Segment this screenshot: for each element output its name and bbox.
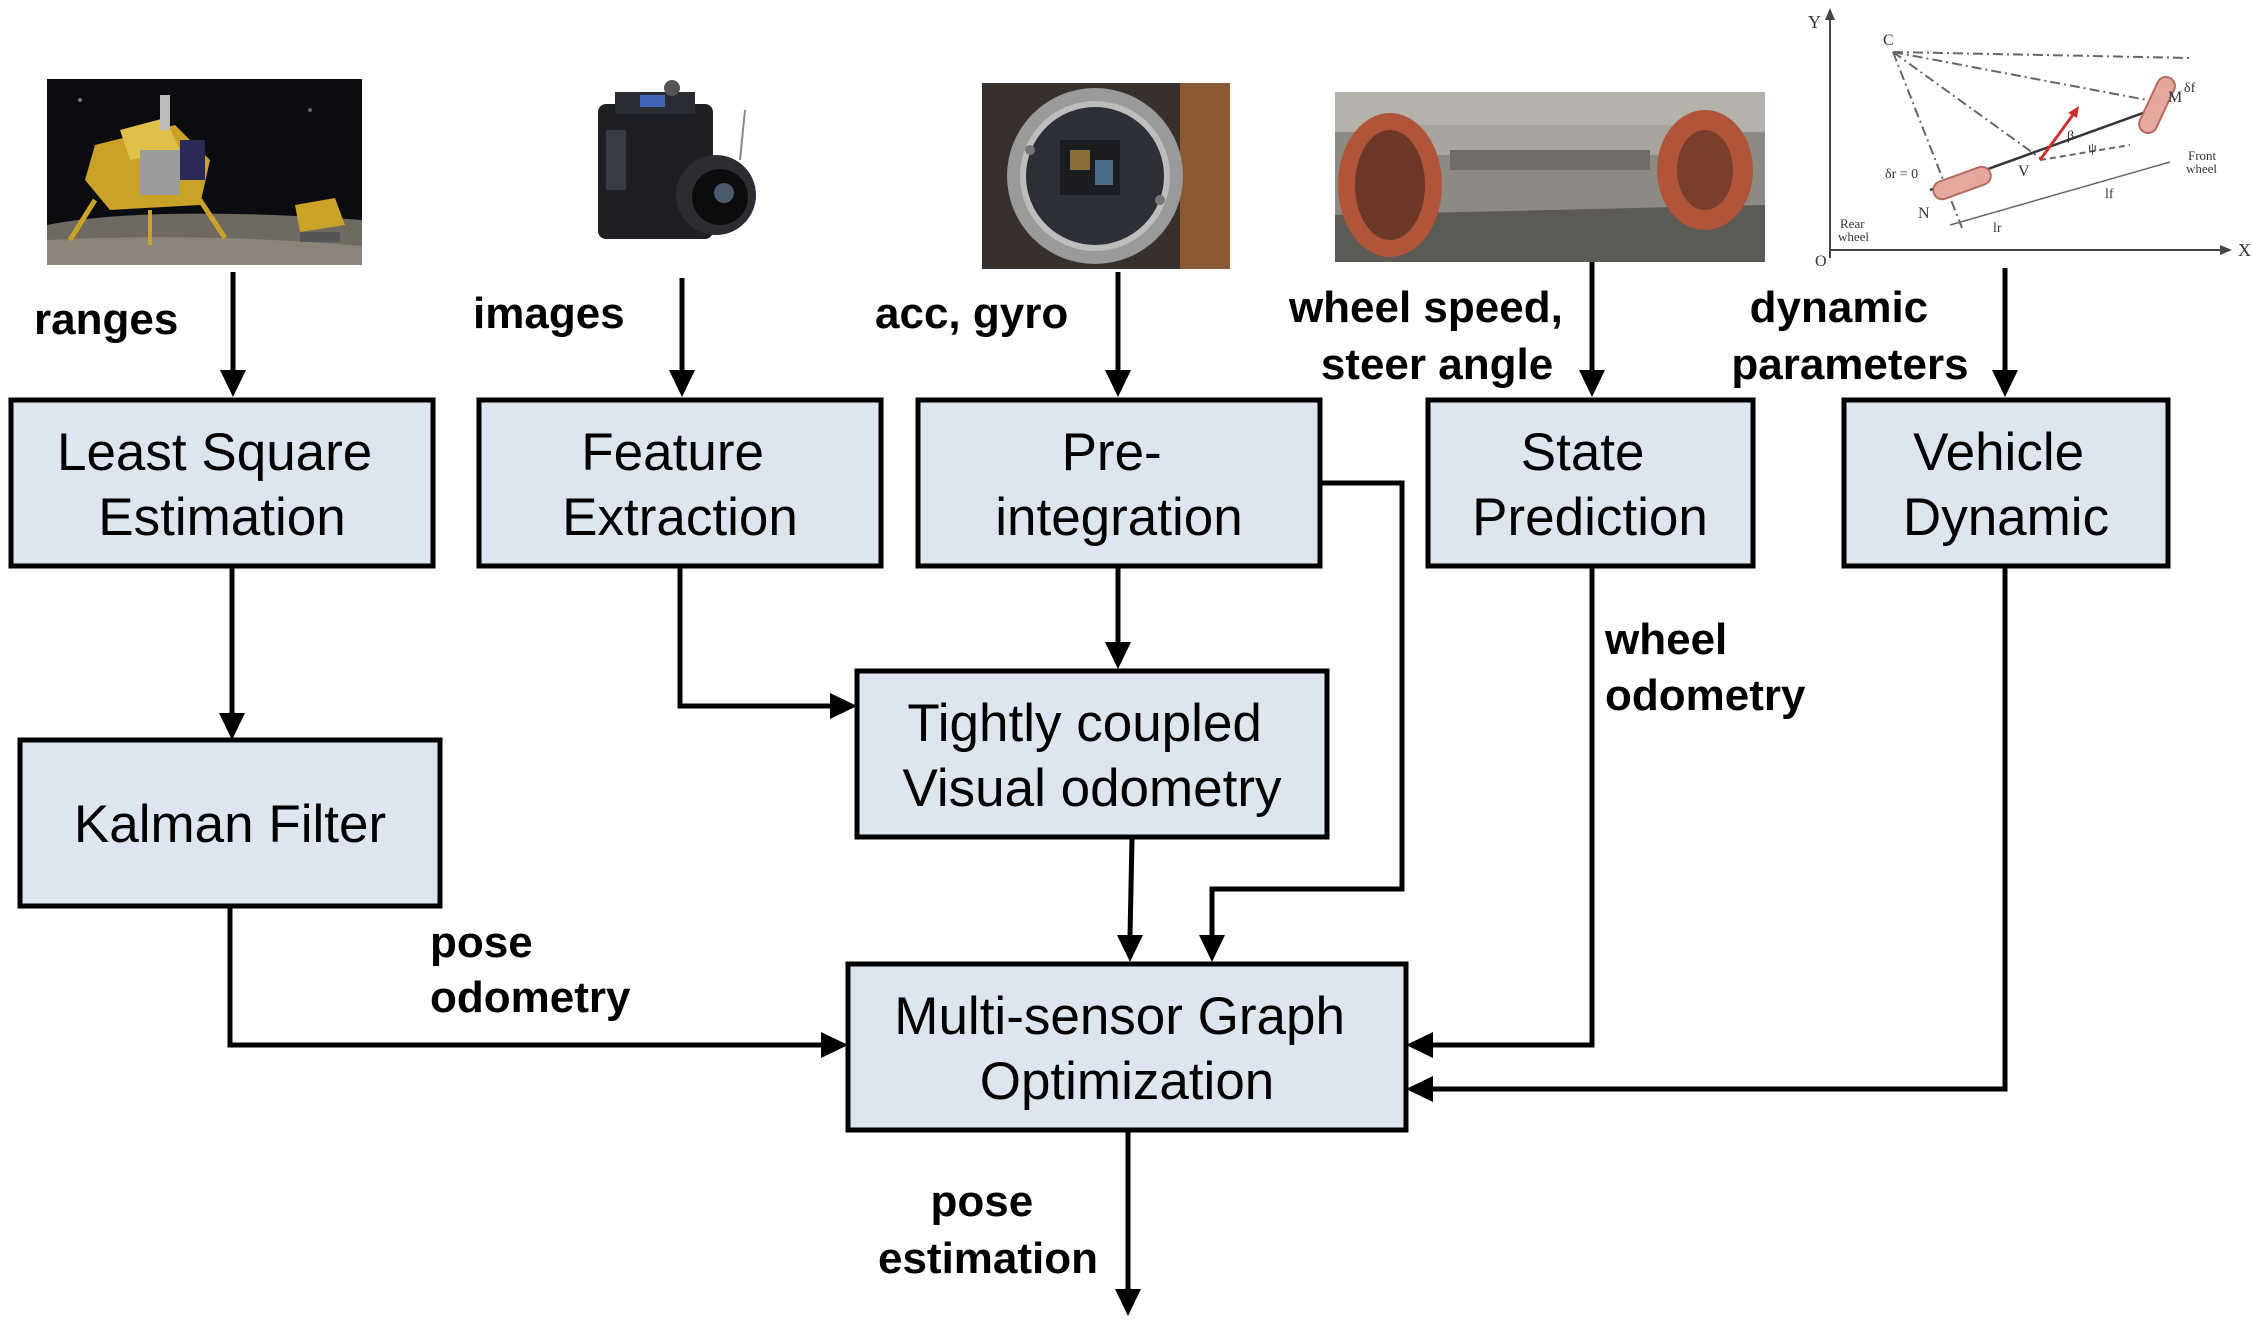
acc-gyro-label: acc, gyro <box>875 289 1068 338</box>
vehicle-dynamic-text: Vehicle Dynamic <box>1903 423 2109 547</box>
multi-sensor-graph-optimization-box: Multi-sensor Graph Optimization <box>845 961 1409 1133</box>
arrowhead-msgo-output <box>1115 1289 1141 1316</box>
arrowhead-preint-to-msgo <box>1199 935 1225 962</box>
tightly-coupled-vo-text: Tightly coupled Visual odometry <box>902 694 1282 818</box>
edges <box>219 262 2018 1316</box>
axis-x-label: X <box>2238 240 2251 260</box>
kalman-filter-text: Kalman Filter <box>74 795 386 854</box>
edge-tcvo-to-msgo <box>1127 838 1135 937</box>
lander-image <box>47 79 362 265</box>
arrowhead-lse-to-kalman <box>219 713 245 740</box>
multi-sensor-graph-optimization-text: Multi-sensor Graph Optimization <box>894 987 1359 1111</box>
edge-preint-to-msgo <box>1209 480 1405 936</box>
point-v-label: V <box>2018 163 2030 180</box>
pre-integration-text: Pre- integration <box>995 423 1243 547</box>
delta-f-label: δf <box>2184 81 2196 96</box>
images-label: images <box>473 289 625 338</box>
arrowhead-ranges <box>220 370 246 397</box>
edge-state-to-msgo <box>1432 568 1595 1048</box>
point-n-label: N <box>1918 205 1930 222</box>
arrowhead-acc-gyro <box>1105 370 1131 397</box>
camera-image <box>598 80 756 239</box>
l-f-label: lf <box>2105 187 2114 202</box>
arrowhead-state-to-msgo <box>1406 1032 1433 1058</box>
arrowhead-images <box>669 370 695 397</box>
point-m-label: M <box>2168 89 2182 106</box>
pose-estimation-label: pose estimation <box>878 1177 1098 1283</box>
front-wheel-label: Front wheel <box>2186 148 2219 176</box>
l-r-label: lr <box>1993 221 2002 236</box>
rover-image <box>1335 92 1765 262</box>
rear-wheel-label: Rear wheel <box>1838 216 1869 244</box>
point-c-label: C <box>1883 32 1894 49</box>
arrowhead-feature-to-tcvo <box>830 693 857 719</box>
wheel-odometry-label: wheel odometry <box>1604 615 1806 720</box>
arrowhead-dynamic-parameters <box>1992 370 2018 397</box>
arrowhead-kalman-to-msgo <box>821 1032 848 1058</box>
least-square-estimation-box: Least Square Estimation <box>8 397 436 569</box>
arrowhead-wheel-speed <box>1579 370 1605 397</box>
edge-feature-to-tcvo <box>677 568 832 709</box>
pre-integration-box: Pre- integration <box>915 397 1323 569</box>
state-prediction-text: State Prediction <box>1472 423 1708 547</box>
vehicle-model-figure: Y X O C δr = 0 M δf β ψ V N lr lf Rear w… <box>1808 8 2251 270</box>
feature-extraction-text: Feature Extraction <box>562 423 798 547</box>
psi-label: ψ <box>2088 141 2097 156</box>
dynamic-parameters-label: dynamic parameters <box>1731 283 1968 389</box>
delta-r-label: δr = 0 <box>1885 167 1918 182</box>
vehicle-dynamic-box: Vehicle Dynamic <box>1841 397 2171 569</box>
least-square-estimation-text: Least Square Estimation <box>57 423 387 547</box>
wheel-speed-label: wheel speed, steer angle <box>1288 283 1575 389</box>
edge-vehicle-to-msgo <box>1432 568 2008 1092</box>
arrowhead-preint-to-tcvo <box>1105 642 1131 669</box>
beta-label: β <box>2067 129 2074 144</box>
kalman-filter-box: Kalman Filter <box>17 737 443 909</box>
arrowhead-vehicle-to-msgo <box>1406 1076 1433 1102</box>
ranges-label: ranges <box>34 295 178 344</box>
pose-odometry-label: pose odometry <box>430 918 631 1022</box>
feature-extraction-box: Feature Extraction <box>476 397 884 569</box>
edge-kalman-to-msgo <box>227 906 822 1048</box>
arrowhead-tcvo-to-msgo <box>1117 935 1143 962</box>
axis-y-label: Y <box>1808 12 1821 32</box>
origin-label: O <box>1815 253 1827 270</box>
state-prediction-box: State Prediction <box>1425 397 1756 569</box>
tightly-coupled-vo-box: Tightly coupled Visual odometry <box>854 668 1330 840</box>
imu-image <box>982 83 1230 269</box>
